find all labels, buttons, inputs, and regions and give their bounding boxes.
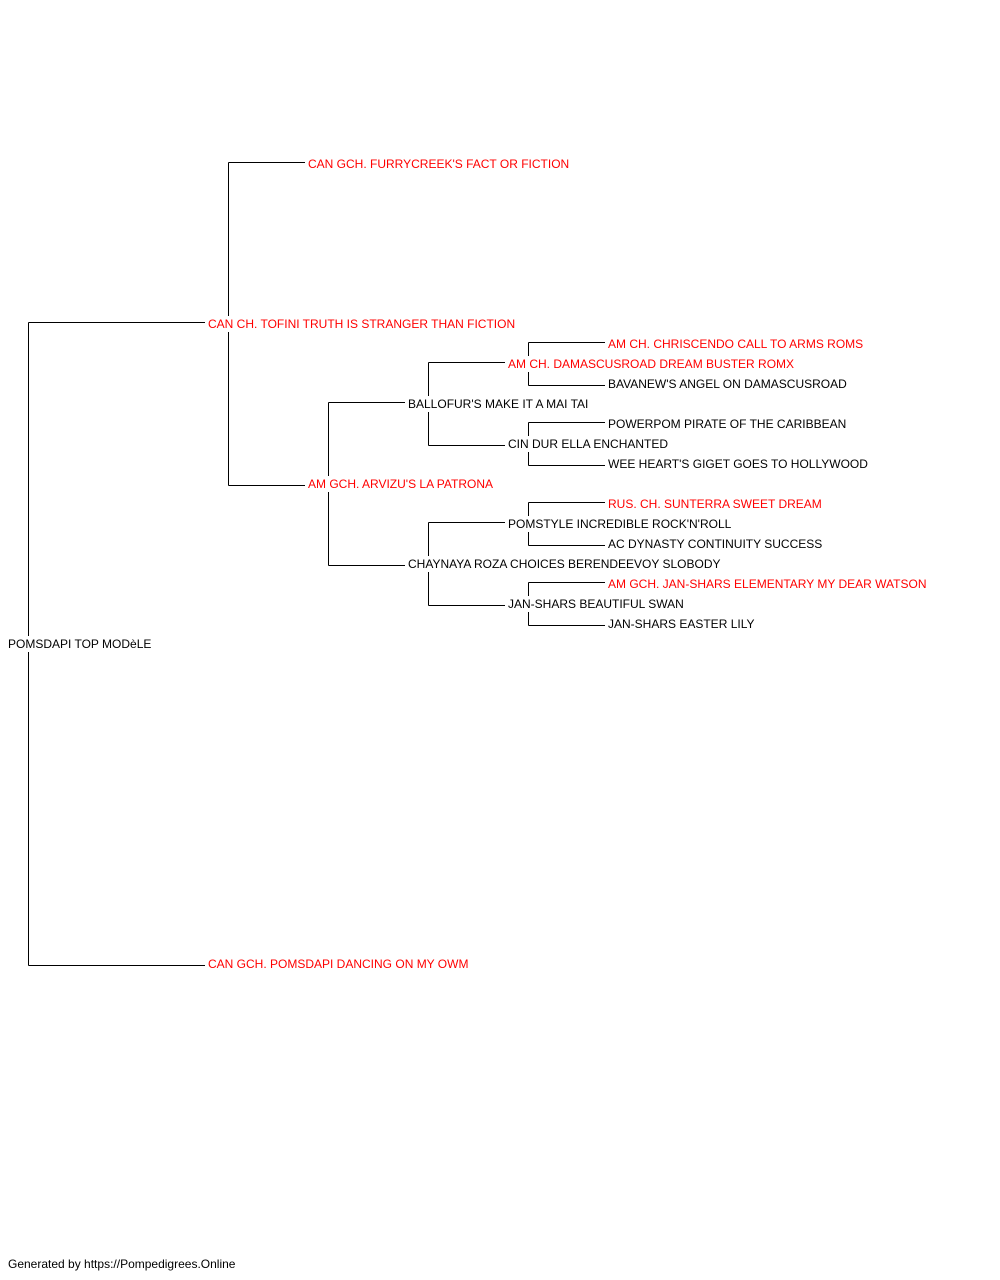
sire-dam-name: AM GCH. ARVIZU'S LA PATRONA — [308, 476, 493, 492]
sdds-sire-name: RUS. CH. SUNTERRA SWEET DREAM — [608, 496, 822, 512]
sd-dam-name: CHAYNAYA ROZA CHOICES BERENDEEVOY SLOBOD… — [408, 556, 721, 572]
sdd-dam-name: JAN-SHARS BEAUTIFUL SWAN — [508, 596, 684, 612]
sds-dam-name: CIN DUR ELLA ENCHANTED — [508, 436, 669, 452]
sdsd-sire-name: POWERPOM PIRATE OF THE CARIBBEAN — [608, 416, 847, 432]
sddd-dam-name: JAN-SHARS EASTER LILY — [608, 616, 755, 632]
dam-name: CAN GCH. POMSDAPI DANCING ON MY OWM — [208, 956, 469, 972]
sdd-sire-name: POMSTYLE INCREDIBLE ROCK'N'ROLL — [508, 516, 732, 532]
sire-name: CAN CH. TOFINI TRUTH IS STRANGER THAN FI… — [208, 316, 516, 332]
sdss-dam-name: BAVANEW'S ANGEL ON DAMASCUSROAD — [608, 376, 847, 392]
sdss-sire-name: AM CH. CHRISCENDO CALL TO ARMS ROMS — [608, 336, 864, 352]
sd-sire-name: BALLOFUR'S MAKE IT A MAI TAI — [408, 396, 589, 412]
sds-sire-name: AM CH. DAMASCUSROAD DREAM BUSTER ROMX — [508, 356, 795, 372]
sdds-dam-name: AC DYNASTY CONTINUITY SUCCESS — [608, 536, 823, 552]
sire-sire-name: CAN GCH. FURRYCREEK'S FACT OR FICTION — [308, 156, 570, 172]
sdsd-dam-name: WEE HEART'S GIGET GOES TO HOLLYWOOD — [608, 456, 868, 472]
subject-name: POMSDAPI TOP MODèLE — [8, 636, 152, 652]
generated-by-footer: Generated by https://Pompedigrees.Online — [8, 1257, 236, 1271]
sddd-sire-name: AM GCH. JAN-SHARS ELEMENTARY MY DEAR WAT… — [608, 576, 927, 592]
